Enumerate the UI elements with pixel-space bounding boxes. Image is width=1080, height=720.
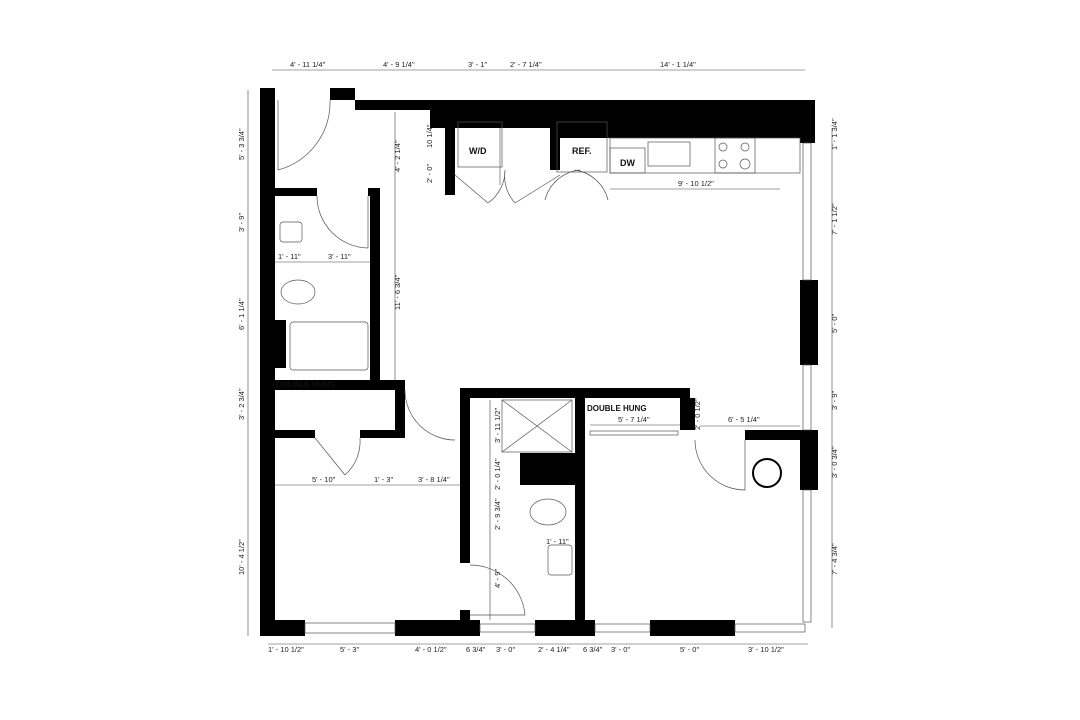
dimension-label: 6 3/4"	[466, 645, 486, 654]
dimension-label: 3' - 8 1/4"	[418, 475, 450, 484]
washer-dryer-label: W/D	[469, 146, 487, 156]
dimension-label: 3' - 11"	[328, 252, 351, 261]
dimension-label: 5' - 0"	[680, 645, 699, 654]
fixtures	[279, 121, 801, 576]
dimension-label: 11' - 6 3/4"	[393, 274, 402, 310]
kitchen-sink	[647, 141, 691, 167]
dimension-label: 1' - 1 3/4"	[830, 118, 839, 150]
window	[479, 623, 536, 633]
dimension-label: 2' - 9 3/4"	[493, 498, 502, 530]
double-hung-label: DOUBLE HUNG	[587, 404, 647, 413]
dimensions-right: 1' - 1 3/4" 7' - 1 1/2" 5' - 0" 3' - 9" …	[830, 118, 839, 575]
dimension-label: 5' - 0"	[830, 314, 839, 333]
dimension-lines	[247, 69, 833, 645]
dimension-label: 3' - 0"	[611, 645, 630, 654]
dimension-label: 3' - 11 1/2"	[493, 407, 502, 443]
dimension-label: 5' - 7 1/4"	[618, 415, 650, 424]
dimension-label: 2' - 0"	[425, 164, 434, 183]
dimension-label: 3' - 9"	[830, 391, 839, 410]
window	[802, 364, 812, 431]
dimensions-interior: 4' - 2 1/4" 2' - 0" 10 1/4" 9' - 10 1/2"…	[278, 124, 760, 588]
dimension-label: 3' - 10 1/2"	[748, 645, 784, 654]
kitchen-counter	[609, 137, 801, 174]
dimension-label: 3' - 0"	[496, 645, 515, 654]
dimension-label: 4' - 11 1/4"	[290, 60, 326, 69]
refrigerator-label: REF.	[572, 146, 592, 156]
window	[802, 142, 812, 281]
dimensions-top: 4' - 11 1/4" 4' - 9 1/4" 3' - 1" 2' - 7 …	[290, 60, 696, 69]
bath-2-sink	[547, 544, 573, 576]
dimension-label: 2' - 7 1/4"	[510, 60, 542, 69]
window	[589, 430, 679, 436]
dimension-label: 6 3/4"	[583, 645, 603, 654]
refrigerator	[556, 121, 608, 173]
windows	[304, 142, 812, 634]
dimension-label: 6' - 1 1/4"	[237, 298, 246, 330]
bath-2-toilet	[529, 498, 567, 526]
dimension-label: 7' - 4 3/4"	[830, 543, 839, 575]
window	[802, 489, 812, 623]
dimension-label: 3' - 2 3/4"	[237, 388, 246, 420]
washer-dryer	[457, 121, 503, 168]
dimension-label: 6' - 5 1/4"	[728, 415, 760, 424]
dimension-label: 5' - 3"	[340, 645, 359, 654]
dimension-label: 1' - 3"	[374, 475, 393, 484]
dishwasher-label: DW	[620, 158, 635, 168]
dimension-label: 2' - 4 1/4"	[538, 645, 570, 654]
dimension-label: 4' - 2 1/4"	[393, 140, 402, 172]
dimension-label: 14' - 1 1/4"	[660, 60, 696, 69]
dimension-label: 7' - 1 1/2"	[830, 203, 839, 235]
dimension-label: 1' - 10 1/2"	[268, 645, 304, 654]
dimension-label: 4' - 0 1/2"	[415, 645, 447, 654]
bath-1-tub	[289, 321, 369, 371]
water-heater	[752, 458, 782, 488]
walls	[260, 88, 818, 636]
doors	[277, 99, 746, 616]
dimension-label: 3' - 9"	[237, 213, 246, 232]
dimension-label: 3' - 1"	[468, 60, 487, 69]
dimension-label: 4' - 9"	[493, 569, 502, 588]
dimension-label: 10' - 4 1/2"	[237, 539, 246, 575]
dimensions-left: 5' - 3 3/4" 3' - 9" 6' - 1 1/4" 3' - 2 3…	[237, 128, 246, 575]
window	[734, 623, 806, 633]
dimension-label: 4' - 9 1/4"	[383, 60, 415, 69]
window	[304, 622, 396, 634]
window	[594, 623, 651, 633]
dimension-label: 10 1/4"	[425, 124, 434, 148]
dimension-label: 1' - 11"	[546, 537, 569, 546]
bath-2-shower	[501, 399, 573, 453]
dimension-label: 5' - 3 3/4"	[237, 128, 246, 160]
dimension-label: 2' - 0 1/4"	[493, 458, 502, 490]
dimensions-bottom: 1' - 10 1/2" 5' - 3" 4' - 0 1/2" 6 3/4" …	[268, 645, 784, 654]
dimension-label: 9' - 10 1/2"	[678, 179, 714, 188]
dimension-label: 5' - 10"	[312, 475, 336, 484]
bath-1-sink	[279, 221, 303, 243]
dimension-label: 2' - 0 1/2"	[693, 398, 702, 430]
dimension-label: 1' - 11"	[278, 252, 301, 261]
bath-1-toilet	[280, 279, 316, 305]
double-hung-label: DOUBLE HUNG	[276, 380, 336, 389]
cooktop	[714, 137, 756, 174]
dimension-label: 3' - 0 3/4"	[830, 446, 839, 478]
